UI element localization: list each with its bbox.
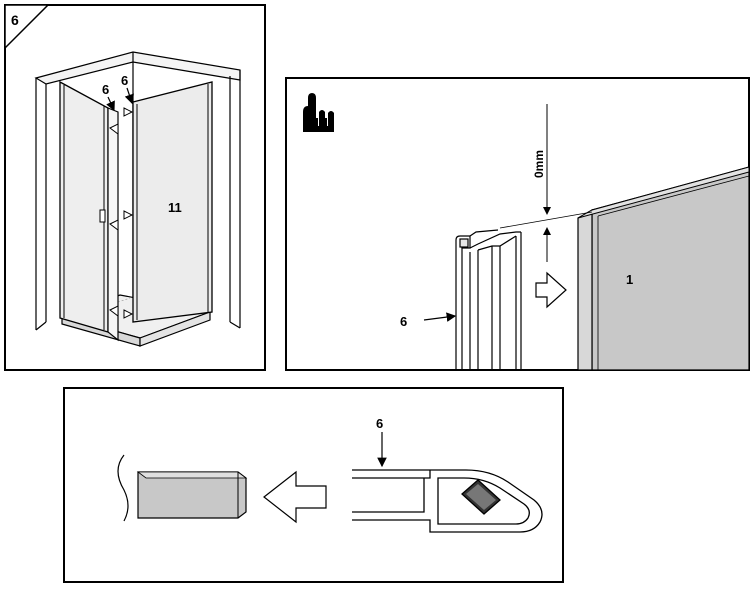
section-seal-label: 6 [376, 416, 383, 431]
panel-cross-section: 6 [63, 387, 564, 583]
seal-label: 6 [400, 314, 407, 329]
insert-arrow-icon [535, 271, 567, 309]
step-badge [4, 4, 50, 50]
direction-arrow-icon [263, 470, 327, 524]
hinge-markers [109, 107, 134, 319]
gap-dimension [499, 104, 593, 262]
right-glass-panel [132, 81, 213, 323]
seal-profile [455, 229, 522, 370]
glass-label: 1 [626, 272, 633, 287]
hand-pointing-icon [303, 93, 334, 132]
panel-label: 11 [168, 200, 182, 215]
seal-cross-section [352, 469, 543, 533]
glass-edge-section [117, 454, 248, 522]
seal-label-left: 6 [102, 82, 109, 97]
panel-seal-detail: 1 6 0mm [285, 77, 750, 371]
panel-shower-overview: 6 [4, 4, 266, 371]
door-handle [99, 209, 106, 223]
glass-panel-1 [577, 166, 750, 371]
seal-label-right: 6 [121, 73, 128, 88]
step-number: 6 [11, 12, 19, 28]
gap-label: 0mm [532, 150, 546, 178]
left-glass-panel [59, 80, 109, 333]
